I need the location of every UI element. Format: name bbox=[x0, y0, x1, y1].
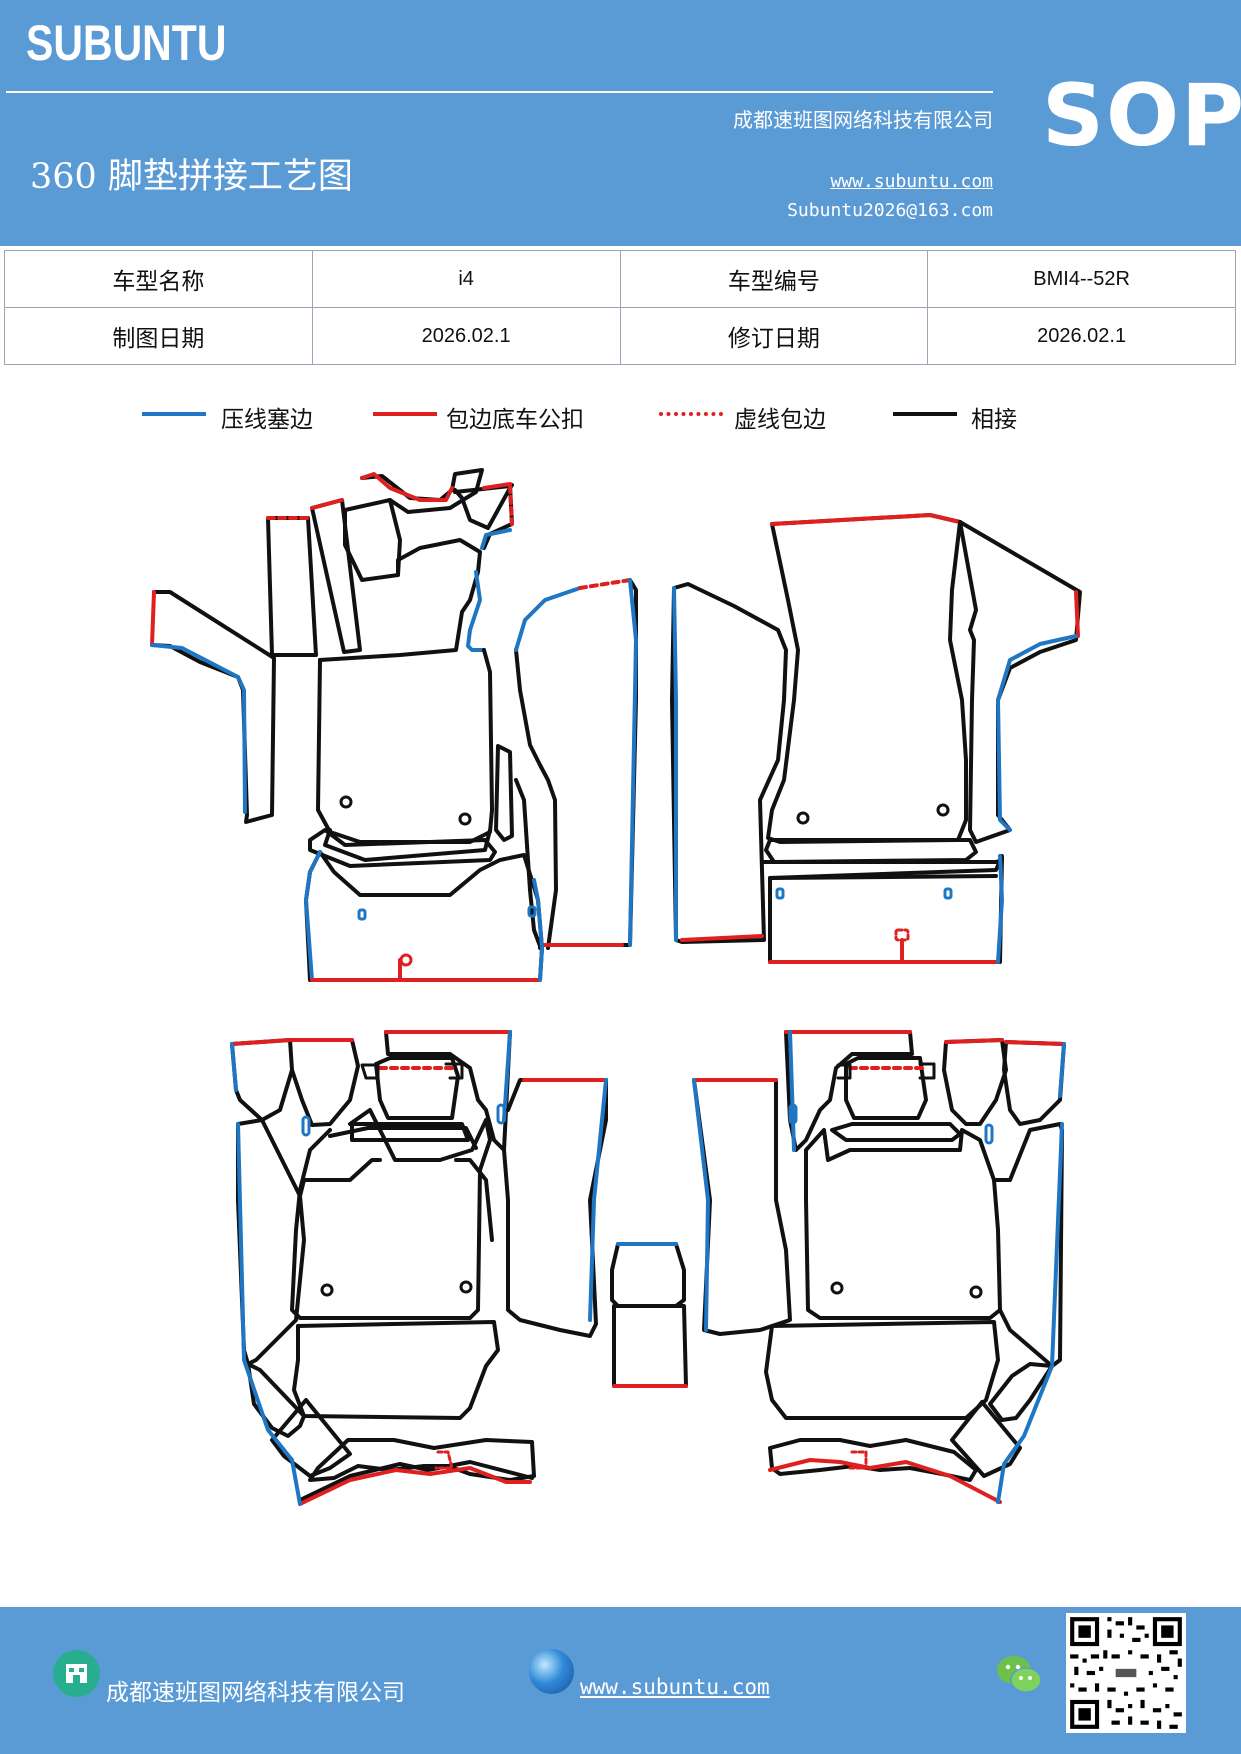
revision-date-value: 2026.02.1 bbox=[927, 307, 1236, 365]
front-left-pedal-strip bbox=[266, 516, 318, 657]
header-banner: SUBUNTU SOP 成都速班图网络科技有限公司 360 脚垫拼接工艺图 ww… bbox=[0, 0, 1241, 246]
model-name-value: i4 bbox=[311, 250, 621, 308]
floor-mat-diagram bbox=[150, 468, 1082, 1506]
rear-right-mat bbox=[692, 1030, 1066, 1504]
footer-banner: 成都速班图网络科技有限公司 www.subuntu.com bbox=[0, 1607, 1241, 1754]
sop-badge: SOP bbox=[1042, 66, 1241, 166]
wechat-icon[interactable] bbox=[995, 1653, 1043, 1697]
front-right-heel-mat bbox=[768, 854, 1004, 964]
legend-red-dotted-line bbox=[659, 412, 723, 416]
globe-icon bbox=[529, 1649, 574, 1694]
table-row: 制图日期 2026.02.1 修订日期 2026.02.1 bbox=[4, 307, 1236, 365]
model-code-value: BMI4--52R bbox=[927, 250, 1236, 308]
header-divider bbox=[6, 91, 993, 93]
front-right-main-body bbox=[766, 513, 968, 844]
company-name: 成都速班图网络科技有限公司 bbox=[733, 108, 993, 132]
front-left-side-flap bbox=[150, 590, 276, 824]
front-left-mat bbox=[150, 468, 638, 982]
revision-date-label: 修订日期 bbox=[619, 307, 929, 365]
front-left-heel-mat bbox=[304, 850, 544, 982]
page-title: 360 脚垫拼接工艺图 bbox=[30, 157, 353, 197]
edge-legend: 压线塞边 包边底车公扣 虚线包边 相接 bbox=[0, 398, 1241, 438]
legend-label: 虚线包边 bbox=[734, 407, 826, 433]
table-row: 车型名称 i4 车型编号 BMI4--52R bbox=[4, 250, 1236, 308]
legend-black-line bbox=[893, 412, 957, 416]
model-name-label: 车型名称 bbox=[4, 250, 313, 308]
draw-date-label: 制图日期 bbox=[4, 307, 313, 365]
model-info-table: 车型名称 i4 车型编号 BMI4--52R 制图日期 2026.02.1 修订… bbox=[4, 250, 1236, 365]
email-address[interactable]: Subuntu2026@163.com bbox=[787, 200, 993, 221]
legend-label: 相接 bbox=[971, 407, 1017, 433]
building-icon-glyph bbox=[66, 1664, 87, 1683]
front-left-main-body bbox=[318, 538, 482, 662]
legend-label: 压线塞边 bbox=[221, 407, 313, 433]
front-right-mat bbox=[670, 513, 1082, 964]
rear-center-hump bbox=[610, 1242, 686, 1308]
footer-company-name: 成都速班图网络科技有限公司 bbox=[106, 1680, 405, 1706]
qr-code[interactable] bbox=[1066, 1613, 1186, 1733]
legend-blue-line bbox=[142, 412, 206, 416]
draw-date-value: 2026.02.1 bbox=[311, 307, 621, 365]
footer-website-link[interactable]: www.subuntu.com bbox=[580, 1675, 770, 1699]
model-code-label: 车型编号 bbox=[619, 250, 929, 308]
brand-logo: SUBUNTU bbox=[26, 15, 227, 71]
qr-code-pattern bbox=[1070, 1617, 1182, 1729]
legend-label: 包边底车公扣 bbox=[446, 407, 584, 433]
building-icon bbox=[53, 1650, 100, 1697]
rear-left-mat bbox=[230, 1030, 608, 1506]
rear-center-mat bbox=[610, 1242, 688, 1388]
legend-red-line bbox=[373, 412, 437, 416]
website-link[interactable]: www.subuntu.com bbox=[830, 171, 993, 192]
